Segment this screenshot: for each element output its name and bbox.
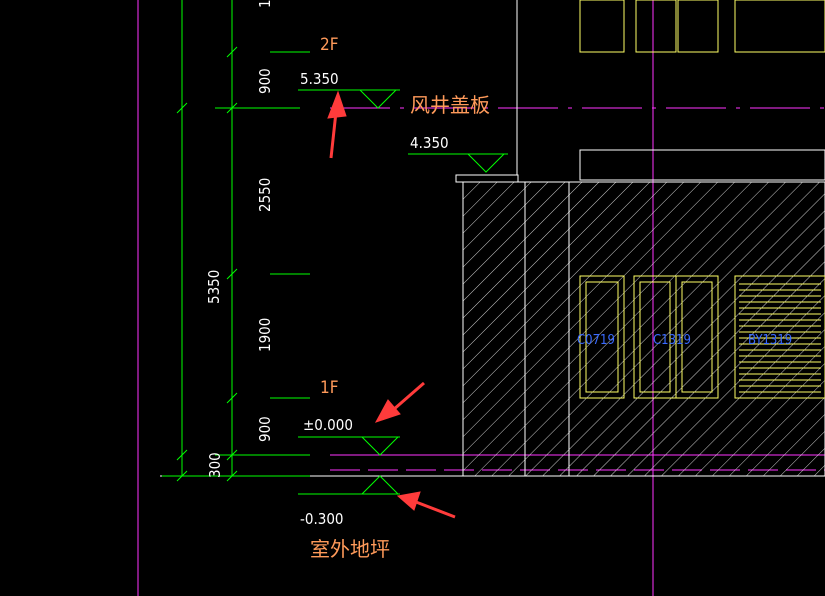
dim-1900: 1900 <box>256 318 274 352</box>
dimension-tick <box>226 449 238 461</box>
dimension-texts: 10 900 2550 1900 900 300 5350 <box>205 0 274 478</box>
dimension-tick <box>176 449 188 461</box>
arrow-to-5350 <box>327 90 347 159</box>
parapet-top <box>579 149 825 181</box>
level-1f-name: 1F <box>320 378 339 398</box>
upper-window-2 <box>635 0 677 53</box>
ground-windows <box>579 275 825 399</box>
level-5350-marker <box>359 89 397 109</box>
window-c0719-inner <box>585 281 619 393</box>
cover-elev: 4.350 <box>410 134 449 152</box>
window-by1319 <box>734 275 825 399</box>
dimension-tick <box>226 392 238 404</box>
dimension-tick <box>226 102 238 114</box>
dim-900-bottom: 900 <box>256 416 274 442</box>
window-c1319-left-inner <box>639 281 671 393</box>
level-2f-name: 2F <box>320 35 339 55</box>
dim-300: 300 <box>206 452 224 478</box>
window-c0719 <box>579 275 625 399</box>
dimension-chain <box>162 0 310 482</box>
window-c1319-right-inner <box>681 281 713 393</box>
dim-900-top: 900 <box>256 68 274 94</box>
window-tag-by1319: BY1319 <box>748 333 792 348</box>
cover-label: 风井盖板 <box>410 93 490 117</box>
dimension-tick <box>176 470 188 482</box>
upper-window-4 <box>734 0 825 53</box>
dimension-tick <box>176 102 188 114</box>
upper-window-1 <box>579 0 625 53</box>
dimension-ticks <box>176 46 238 482</box>
louvers <box>739 283 821 393</box>
level-ground-marker <box>361 475 399 495</box>
level-2f-elev: 5.350 <box>300 70 339 88</box>
annotation-arrows <box>327 90 456 519</box>
dim-top-partial: 10 <box>256 0 274 8</box>
upper-window-3 <box>677 0 719 53</box>
building-elevation: C0719 C1319 BY1319 <box>160 0 825 477</box>
level-1f-elev: ±0.000 <box>303 416 353 434</box>
ground-elev: -0.300 <box>300 510 344 528</box>
level-symbols <box>298 89 508 495</box>
arrow-to-0000 <box>374 381 425 423</box>
window-tag-c1319: C1319 <box>653 333 691 348</box>
hatched-wall <box>462 181 825 477</box>
window-c1319-right <box>675 275 719 399</box>
cover-slab <box>455 174 519 183</box>
dimension-tick <box>226 46 238 58</box>
dim-2550: 2550 <box>256 178 274 212</box>
arrow-to-ground <box>396 491 456 519</box>
window-tag-c0719: C0719 <box>577 333 615 348</box>
level-0000-marker <box>361 436 399 456</box>
dimension-tick <box>226 470 238 482</box>
upper-windows <box>579 0 825 53</box>
dimension-tick <box>226 268 238 280</box>
level-4350-marker <box>467 153 505 173</box>
ground-label: 室外地坪 <box>310 537 390 561</box>
dim-total-5350: 5350 <box>205 270 223 304</box>
